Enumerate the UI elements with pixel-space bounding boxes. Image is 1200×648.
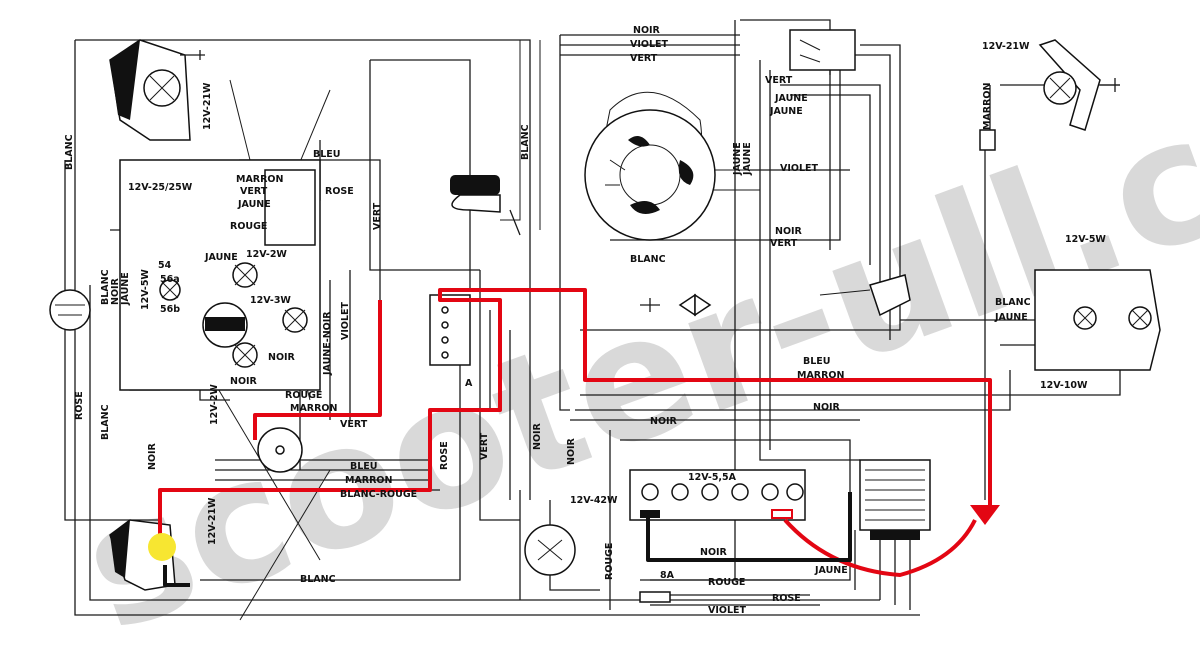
- label-jaune-left: JAUNE: [204, 252, 238, 263]
- tail-lamp-right: [1034, 269, 1161, 371]
- tail-5w-rating: 12V-5W: [1065, 234, 1106, 245]
- label-blanc-stator: BLANC: [630, 254, 666, 265]
- label-rose-left: ROSE: [74, 391, 85, 420]
- label-blanc-left3: BLANC: [100, 404, 111, 440]
- headlamp-rating: 12V-25/25W: [128, 182, 193, 193]
- label-rose-bottom: ROSE: [772, 593, 801, 604]
- label-vert-cluster: VERT: [240, 186, 268, 197]
- label-blanc-left: BLANC: [64, 134, 75, 170]
- label-rouge-cluster: ROUGE: [230, 221, 267, 232]
- label-violet-bottom: VIOLET: [708, 605, 747, 616]
- horn-rating: 12V-42W: [570, 495, 618, 506]
- key-switch: [257, 427, 303, 473]
- label-noir-right: NOIR: [813, 402, 841, 413]
- label-jaune-vert2: JAUNE: [742, 142, 753, 176]
- label-blanc-bottom: BLANC: [300, 574, 336, 585]
- label-jaune-left2: JAUNE: [120, 272, 131, 306]
- fuse: [639, 591, 671, 603]
- bulb-2w-a-rating: 12V-2W: [246, 249, 287, 260]
- rear-right-rating: 12V-21W: [982, 41, 1030, 52]
- label-blanc-left2: BLANC: [100, 269, 111, 305]
- label-vert-top: VERT: [630, 53, 658, 64]
- label-noir-left: NOIR: [230, 376, 258, 387]
- connector-a: [429, 294, 471, 366]
- rear-top-rating: 12V-21W: [202, 82, 213, 130]
- label-noir-mid: NOIR: [775, 226, 803, 237]
- rear-lamp-top-right: [1038, 39, 1120, 131]
- label-marron-bottom: MARRON: [345, 475, 393, 486]
- bulb-5w-left-rating: 12V-5W: [140, 269, 151, 310]
- labels: NOIR VIOLET VERT VERT JAUNE JAUNE VIOLET…: [64, 25, 1106, 616]
- fuse-rating: 8A: [660, 570, 675, 581]
- front-left-bottom-rating: 12V-21W: [207, 497, 218, 545]
- switch-cluster: [119, 159, 321, 391]
- label-vert-mid: VERT: [770, 238, 798, 249]
- label-bleu-top: BLEU: [313, 149, 341, 160]
- brake-switch: [640, 274, 911, 317]
- label-rouge-fuse: ROUGE: [708, 577, 745, 588]
- label-vert-a: VERT: [340, 419, 368, 430]
- label-jaune-1: JAUNE: [774, 93, 808, 104]
- label-rose-vert: ROSE: [439, 441, 450, 470]
- label-jaune-tail: JAUNE: [994, 312, 1028, 323]
- top-switch: [789, 29, 856, 71]
- label-violet-top: VIOLET: [630, 39, 669, 50]
- stator: [584, 109, 716, 241]
- horn-bottom: [524, 524, 576, 576]
- label-noir-vert: NOIR: [532, 422, 543, 450]
- label-jaune-2: JAUNE: [769, 106, 803, 117]
- label-rouge-vert: ROUGE: [604, 543, 615, 580]
- label-noir-cluster: NOIR: [268, 352, 296, 363]
- label-rose-top: ROSE: [325, 186, 354, 197]
- terminal-56a: 56a: [160, 274, 180, 285]
- regulator: [859, 459, 931, 540]
- bulb-3w-rating: 12V-3W: [250, 295, 291, 306]
- connector-a-label: A: [465, 378, 473, 389]
- label-violet-vert: VIOLET: [340, 301, 351, 340]
- label-noir-left2: NOIR: [110, 277, 121, 305]
- terminal-54: 54: [158, 260, 172, 271]
- label-bleu-right: BLEU: [803, 356, 831, 367]
- label-marron-top: MARRON: [236, 174, 284, 185]
- battery-rating: 12V-5,5A: [688, 472, 737, 483]
- label-jaune-vert1: JAUNE: [732, 142, 743, 176]
- label-marron-right: MARRON: [797, 370, 845, 381]
- horn-top: [450, 175, 521, 236]
- label-vert-switch: VERT: [765, 75, 793, 86]
- label-vert-vert2: VERT: [479, 432, 490, 460]
- label-marron-vert: MARRON: [982, 82, 993, 130]
- components: [49, 29, 1161, 603]
- label-blanc-horn: BLANC: [520, 124, 531, 160]
- highlighted-circuit: [148, 288, 1000, 587]
- label-noir-top: NOIR: [633, 25, 661, 36]
- label-blanc-tail: BLANC: [995, 297, 1031, 308]
- label-rouge-a: ROUGE: [285, 390, 322, 401]
- label-noir-vert2: NOIR: [566, 437, 577, 465]
- label-noir-lower: NOIR: [650, 416, 678, 427]
- label-jaune-reg: JAUNE: [814, 565, 848, 576]
- label-noir-left3: NOIR: [147, 442, 158, 470]
- label-bleu-bottom: BLEU: [350, 461, 378, 472]
- label-jaune-cluster: JAUNE: [237, 199, 271, 210]
- label-jaune-noir: JAUNE-NOIR: [322, 311, 333, 376]
- highlight-marker: [148, 533, 176, 561]
- label-violet-mid: VIOLET: [780, 163, 819, 174]
- terminal-56b: 56b: [160, 304, 180, 315]
- label-marron-a: MARRON: [290, 403, 338, 414]
- label-vert-vert: VERT: [372, 202, 383, 230]
- front-lamp-top-left: [109, 39, 205, 141]
- label-noir-battery: NOIR: [700, 547, 728, 558]
- label-blanc-rouge: BLANC-ROUGE: [340, 489, 417, 500]
- battery: [629, 469, 806, 521]
- tail-10w-rating: 12V-10W: [1040, 380, 1088, 391]
- bulb-2w-b-rating: 12V-2W: [209, 384, 220, 425]
- left-ground-symbol: [49, 289, 91, 331]
